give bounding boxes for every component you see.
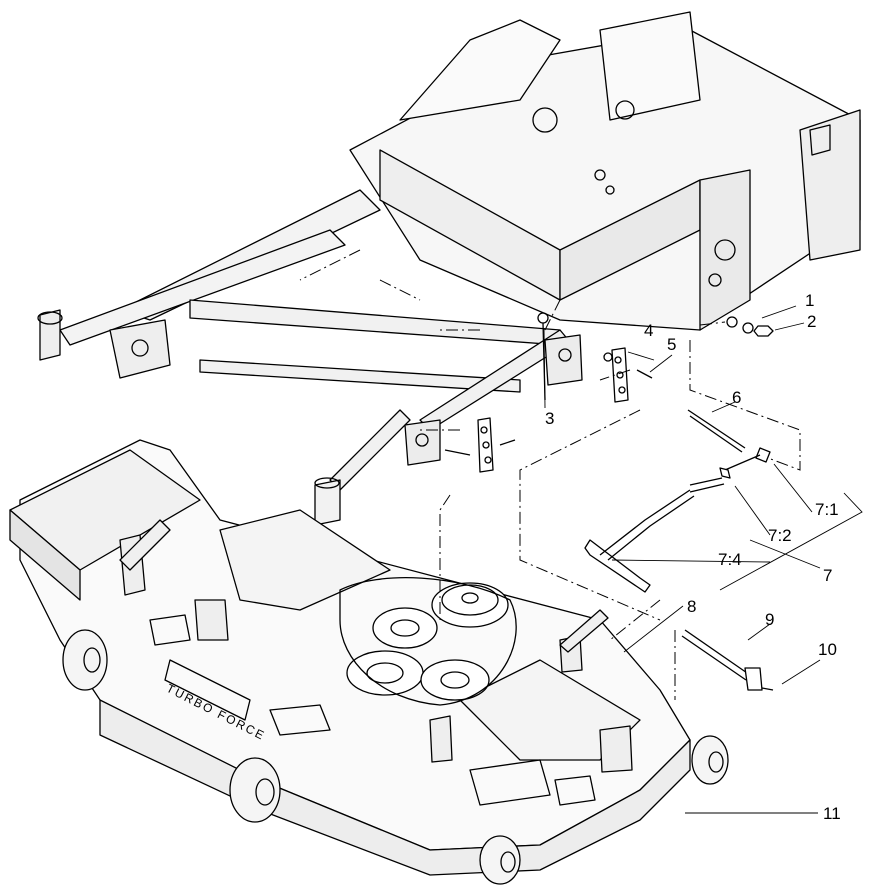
callout-4: 4 — [644, 321, 654, 340]
callout-7-2: 7:2 — [768, 526, 792, 545]
callout-10: 10 — [818, 640, 837, 659]
leader-lines — [543, 305, 863, 814]
callout-1: 1 — [805, 291, 815, 310]
callout-11: 11 — [823, 804, 841, 823]
caster-wheels — [62, 629, 729, 885]
mower-deck — [9, 439, 691, 876]
callout-5: 5 — [667, 335, 677, 354]
callout-7-4: 7:4 — [718, 550, 742, 569]
deck-lift-arms — [119, 519, 609, 653]
callout-8: 8 — [687, 597, 697, 616]
callout-3: 3 — [545, 409, 555, 428]
callout-6: 6 — [732, 388, 742, 407]
callout-2: 2 — [807, 312, 817, 331]
callout-9: 9 — [765, 610, 775, 629]
tractor-frame — [37, 11, 861, 526]
hardware-items-1-2 — [726, 316, 774, 337]
callout-7: 7 — [823, 566, 833, 585]
callout-7-1: 7:1 — [815, 500, 839, 519]
chain-plate-items-4-5 — [444, 347, 653, 473]
rod-assembly-item-7 — [584, 409, 771, 593]
alignment-phantom-lines — [299, 249, 801, 700]
